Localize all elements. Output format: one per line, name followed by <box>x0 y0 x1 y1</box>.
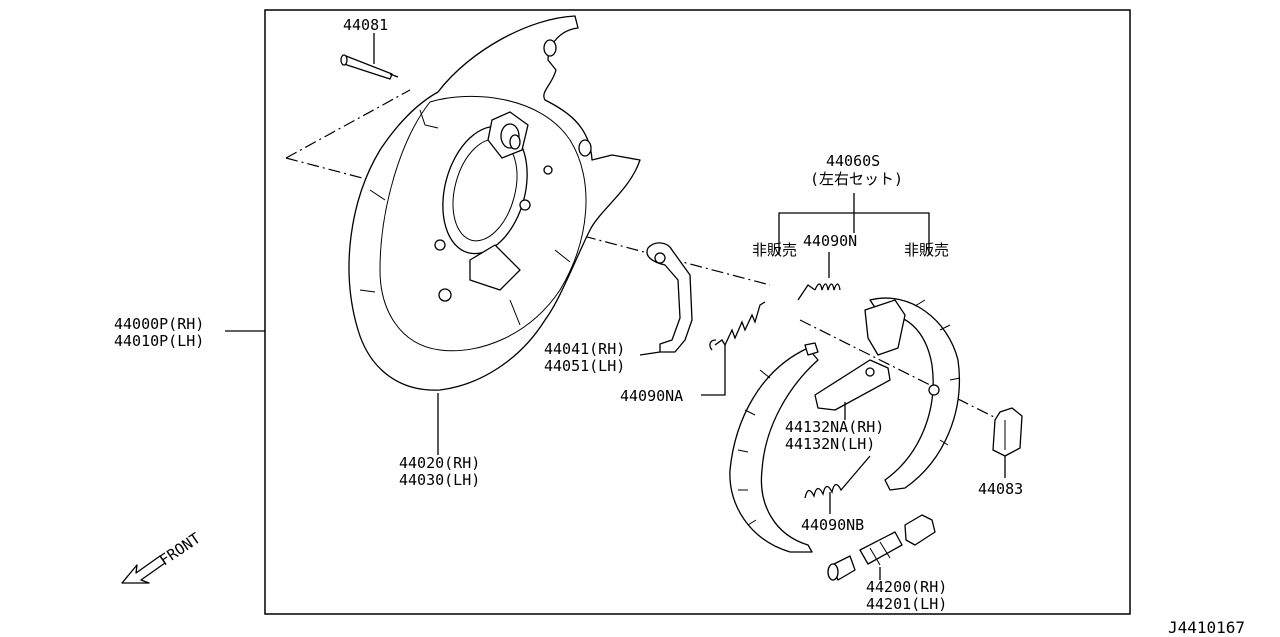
adjuster-part <box>827 514 936 581</box>
spring-na-part <box>709 301 766 351</box>
left-brake-shoe-part <box>729 342 819 553</box>
label-adjuster-lh: 44201(LH) <box>866 595 947 613</box>
label-spring-nb: 44090NB <box>801 516 864 534</box>
strut-part <box>814 359 891 411</box>
label-not-sold-right: 非販売 <box>904 241 949 259</box>
label-lever-lh: 44051(LH) <box>544 357 625 375</box>
label-backing-plate-lh: 44010P(LH) <box>114 332 204 350</box>
label-dust-shield-lh: 44030(LH) <box>399 471 480 489</box>
label-lever-rh: 44041(RH) <box>544 340 625 358</box>
label-spring-na: 44090NA <box>620 387 683 405</box>
lever-part <box>646 242 693 353</box>
backing-plate-part <box>348 15 641 391</box>
clip-part <box>992 407 1023 457</box>
diagram-code: J4410167 <box>1168 618 1245 637</box>
label-bolt: 44081 <box>343 16 388 34</box>
label-not-sold-left: 非販売 <box>752 241 797 259</box>
front-label: FRONT <box>156 529 204 569</box>
label-shoe-set-note: (左右セット) <box>810 170 903 188</box>
label-clip: 44083 <box>978 480 1023 498</box>
label-dust-shield-rh: 44020(RH) <box>399 454 480 472</box>
leader-lines <box>225 33 1006 580</box>
right-brake-shoe-part <box>864 297 961 491</box>
diagram-frame <box>264 9 1131 615</box>
label-strut-lh: 44132N(LH) <box>785 435 875 453</box>
front-arrow: FRONT <box>121 529 204 584</box>
label-shoe-set: 44060S <box>826 152 880 170</box>
label-strut-rh: 44132NA(RH) <box>785 418 884 436</box>
label-spring-n: 44090N <box>803 232 857 250</box>
spring-n-part <box>797 283 841 301</box>
spring-nb-part <box>804 455 871 499</box>
label-adjuster-rh: 44200(RH) <box>866 578 947 596</box>
label-backing-plate-rh: 44000P(RH) <box>114 315 204 333</box>
bolt-part <box>340 54 399 80</box>
